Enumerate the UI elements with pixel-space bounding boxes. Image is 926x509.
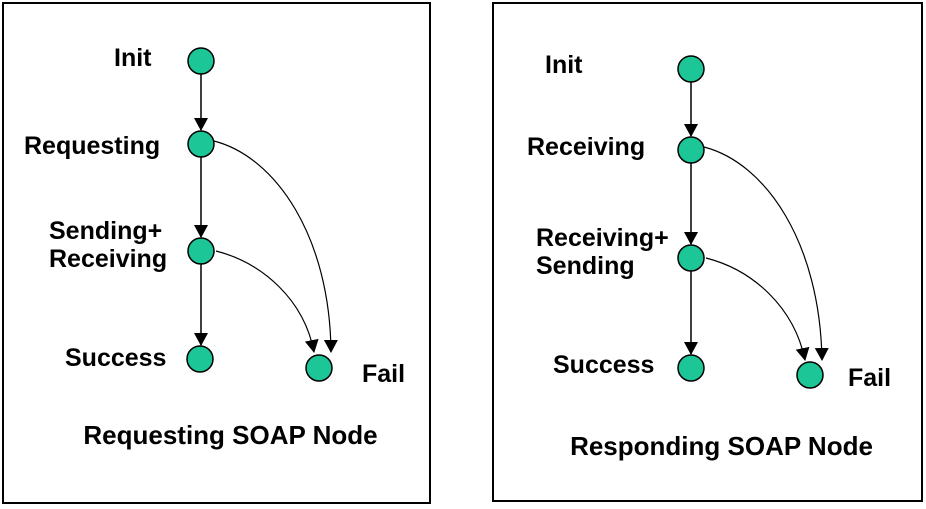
state-node-init (187, 47, 215, 75)
transition-sending-to-fail (215, 250, 319, 353)
state-label-sending-receiving: Sending+ Receiving (49, 217, 167, 273)
transition-sending-to-fail (705, 257, 810, 361)
state-label-receiving: Receiving (527, 133, 646, 161)
state-label-line2: Receiving (49, 245, 168, 273)
state-label-line1: Sending+ (49, 217, 163, 245)
state-node-receiving (677, 136, 705, 164)
state-node-success (186, 345, 214, 373)
transition-requesting-to-fail (213, 140, 338, 353)
state-label-receiving-sending: Receiving+ Sending (536, 224, 669, 280)
state-label-success: Success (553, 351, 655, 379)
requesting-soap-node-panel: Init Requesting Sending+ Receiving Succe… (2, 2, 431, 504)
transition-receiving-to-fail (703, 146, 829, 361)
state-label-fail: Fail (362, 360, 406, 388)
state-node-sending-receiving (187, 237, 215, 265)
state-node-requesting (187, 130, 215, 158)
state-label-init: Init (114, 44, 152, 72)
state-node-receiving-sending (677, 244, 705, 272)
panel-caption: Responding SOAP Node (570, 431, 873, 461)
state-label-requesting: Requesting (24, 132, 161, 160)
state-node-fail (305, 354, 333, 382)
requesting-state-diagram (186, 47, 338, 382)
state-label-init: Init (545, 51, 583, 79)
state-label-line1: Receiving+ (536, 224, 669, 252)
state-label-line2: Sending (536, 252, 635, 280)
state-label-fail: Fail (848, 364, 892, 392)
responding-soap-node-panel: Init Receiving Receiving+ Sending Succes… (492, 2, 923, 502)
panel-caption: Requesting SOAP Node (83, 420, 378, 450)
state-node-init (677, 55, 705, 83)
state-label-success: Success (65, 344, 167, 372)
state-node-success (677, 354, 705, 382)
responding-state-diagram (677, 55, 829, 389)
state-node-fail (796, 361, 824, 389)
